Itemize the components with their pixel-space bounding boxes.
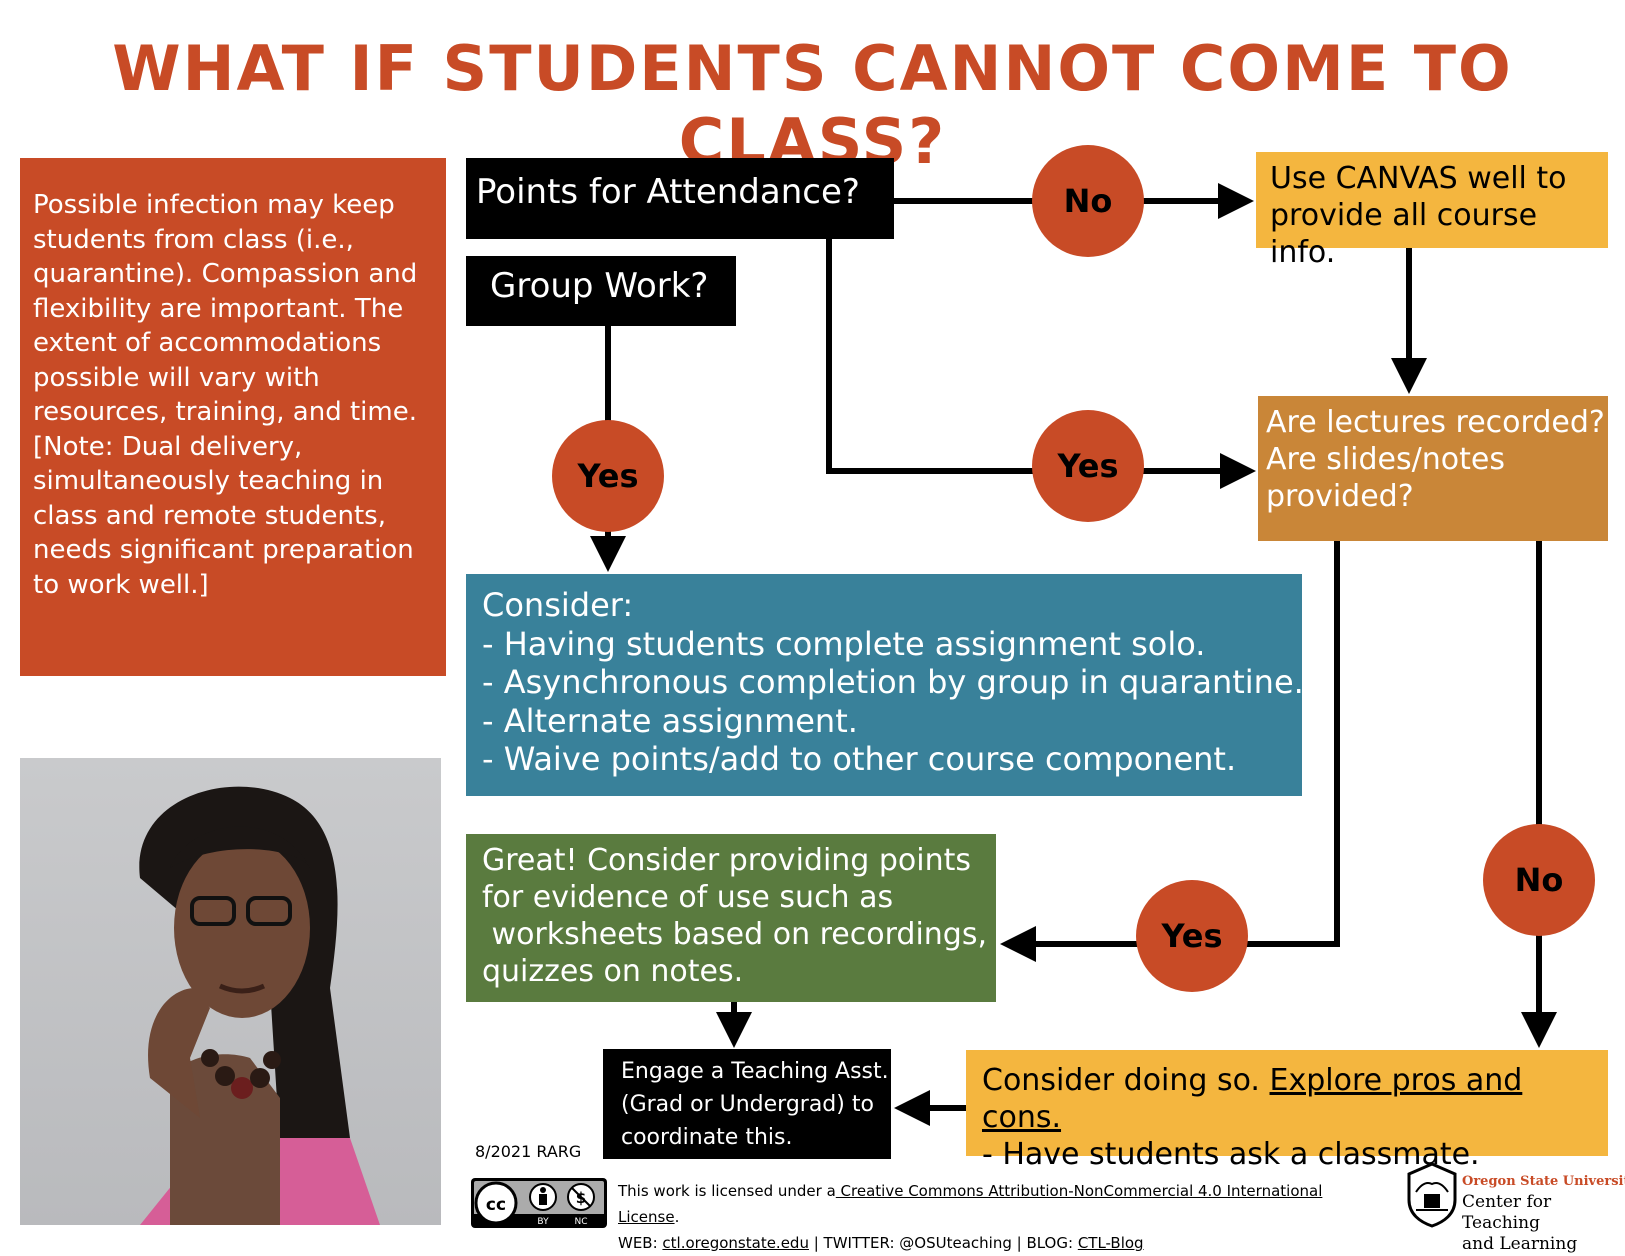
engage-line: (Grad or Undergrad) to <box>621 1092 874 1117</box>
osu-ctl-wordmark: Oregon State University Center for Teach… <box>1462 1172 1625 1255</box>
license-link[interactable]: Creative Commons Attribution-NonCommerci… <box>618 1182 1323 1226</box>
arrow-recorded-yes-to-great <box>1000 541 1340 962</box>
by-label: BY <box>537 1217 549 1227</box>
decision-yes-circle: Yes <box>1136 880 1248 992</box>
decision-no-circle: No <box>1032 145 1144 257</box>
great-line: worksheets based on recordings, <box>482 917 988 952</box>
center-name-line2: and Learning <box>1462 1234 1578 1254</box>
consider-doing-so-box: Consider doing so. Explore pros and cons… <box>966 1050 1608 1172</box>
license-prefix: This work is licensed under a <box>618 1182 836 1200</box>
osu-seal-icon <box>1406 1162 1458 1228</box>
use-canvas-box: Use CANVAS well to provide all course in… <box>1256 152 1608 270</box>
engage-line: coordinate this. <box>621 1125 793 1150</box>
decision-no-circle: No <box>1483 824 1595 936</box>
canvas-line: provide all course info. <box>1270 198 1538 270</box>
website-link[interactable]: ctl.oregonstate.edu <box>662 1234 809 1252</box>
canvas-line: Use CANVAS well to <box>1270 161 1567 196</box>
do-so-line2: - Have students ask a classmate. <box>982 1137 1480 1172</box>
recorded-line: provided? <box>1266 479 1414 514</box>
consider-item: - Waive points/add to other course compo… <box>482 740 1237 778</box>
decision-yes-circle: Yes <box>552 420 664 532</box>
consider-heading: Consider: <box>482 586 634 624</box>
consider-item: - Asynchronous completion by group in qu… <box>482 663 1304 701</box>
recorded-line: Are slides/notes <box>1266 442 1505 477</box>
arrow-attendance-yes-to-recorded <box>826 239 1256 489</box>
web-label: WEB: <box>618 1234 663 1252</box>
blog-link[interactable]: CTL-Blog <box>1077 1234 1144 1252</box>
thinking-student-photo <box>20 758 441 1225</box>
explore-pros-cons-link[interactable]: Explore pros and cons. <box>982 1063 1523 1135</box>
creative-commons-badge[interactable]: cc $ BY NC <box>471 1178 607 1228</box>
great-line: quizzes on notes. <box>482 954 744 989</box>
center-name-line1: Center for Teaching <box>1462 1192 1552 1233</box>
date-signature: 8/2021 RARG <box>475 1142 582 1161</box>
intro-note: Possible infection may keep students fro… <box>20 158 446 676</box>
engage-ta-box: Engage a Teaching Asst. (Grad or Undergr… <box>603 1049 891 1159</box>
nc-label: NC <box>574 1217 587 1227</box>
decision-yes-circle: Yes <box>1032 410 1144 522</box>
twitter-text: | TWITTER: @OSUteaching | BLOG: <box>808 1234 1078 1252</box>
consider-options-box: Consider: - Having students complete ass… <box>466 574 1304 796</box>
license-notice: This work is licensed under a Creative C… <box>618 1178 1378 1256</box>
group-work-question: Group Work? <box>466 256 736 326</box>
consider-item: - Alternate assignment. <box>482 701 858 740</box>
license-suffix: . <box>674 1208 680 1226</box>
great-consider-points-box: Great! Consider providing points for evi… <box>466 834 996 1002</box>
great-line: for evidence of use such as <box>482 880 894 915</box>
engage-line: Engage a Teaching Asst. <box>621 1059 889 1084</box>
consider-item: - Having students complete assignment so… <box>482 624 1206 663</box>
points-for-attendance-question: Points for Attendance? <box>466 158 894 239</box>
do-so-lead: Consider doing so. <box>982 1063 1270 1098</box>
university-name: Oregon State University <box>1462 1174 1625 1189</box>
lectures-recorded-question: Are lectures recorded? Are slides/notes … <box>1258 396 1608 541</box>
recorded-line: Are lectures recorded? <box>1266 405 1605 440</box>
great-line: Great! Consider providing points <box>482 843 972 878</box>
cc-label: cc <box>486 1195 506 1215</box>
